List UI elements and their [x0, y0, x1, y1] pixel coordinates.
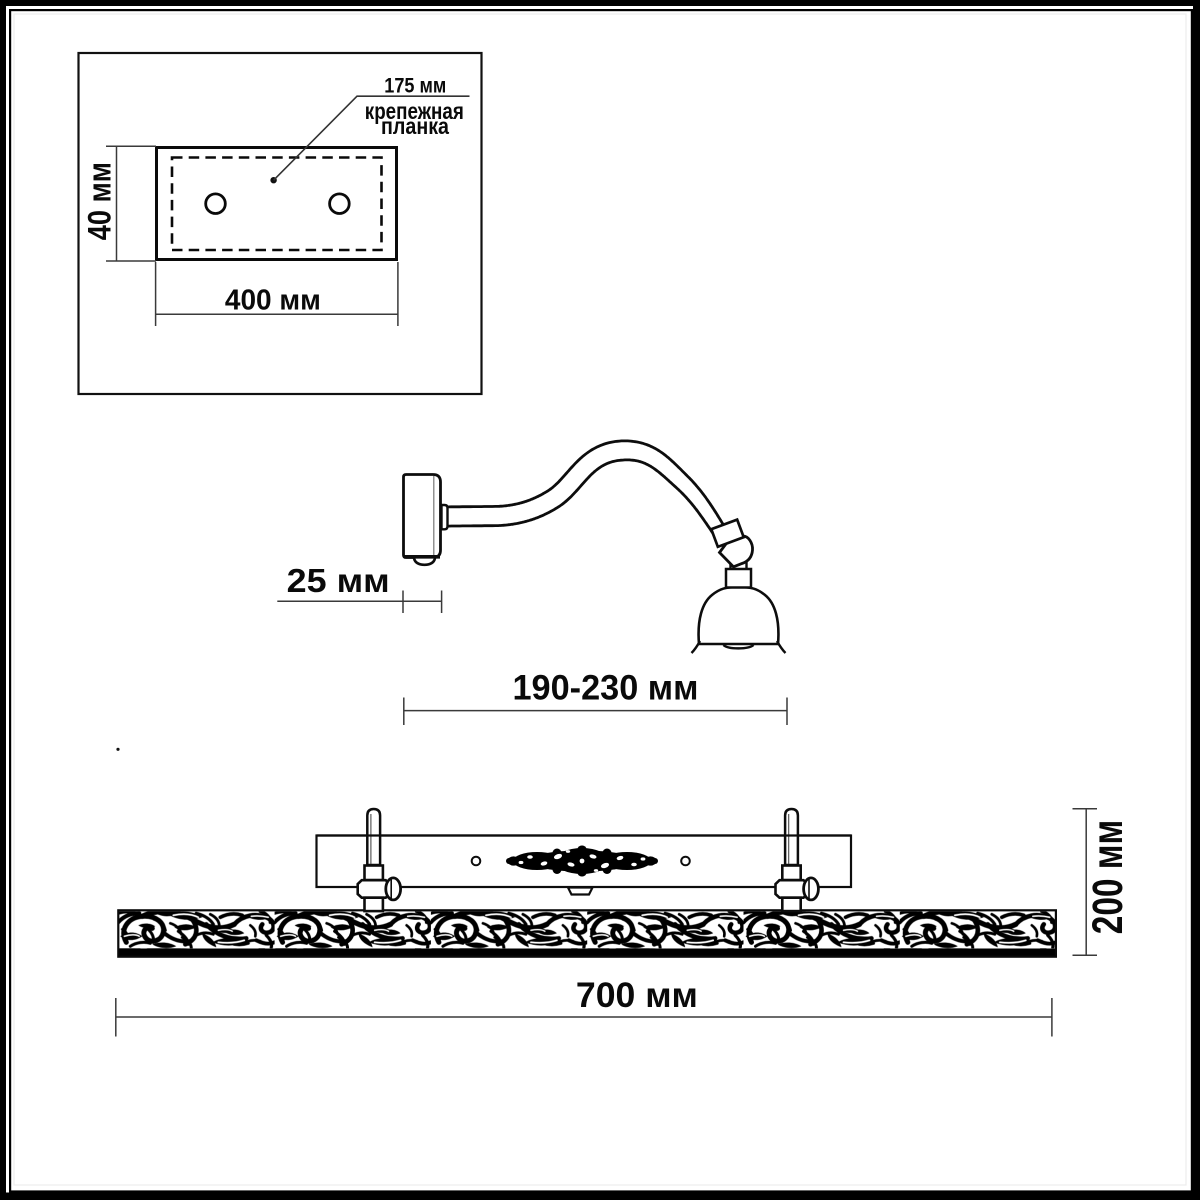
svg-text:40 мм: 40 мм	[82, 162, 118, 240]
svg-text:400 мм: 400 мм	[225, 284, 321, 316]
svg-text:крепежная: крепежная	[365, 98, 464, 124]
svg-text:175 мм: 175 мм	[384, 74, 446, 98]
svg-text:200 мм: 200 мм	[1084, 820, 1132, 935]
svg-text:25 мм: 25 мм	[287, 562, 390, 599]
svg-text:190-230 мм: 190-230 мм	[513, 668, 699, 707]
svg-text:планка: планка	[381, 113, 450, 139]
svg-text:700 мм: 700 мм	[576, 976, 698, 1015]
